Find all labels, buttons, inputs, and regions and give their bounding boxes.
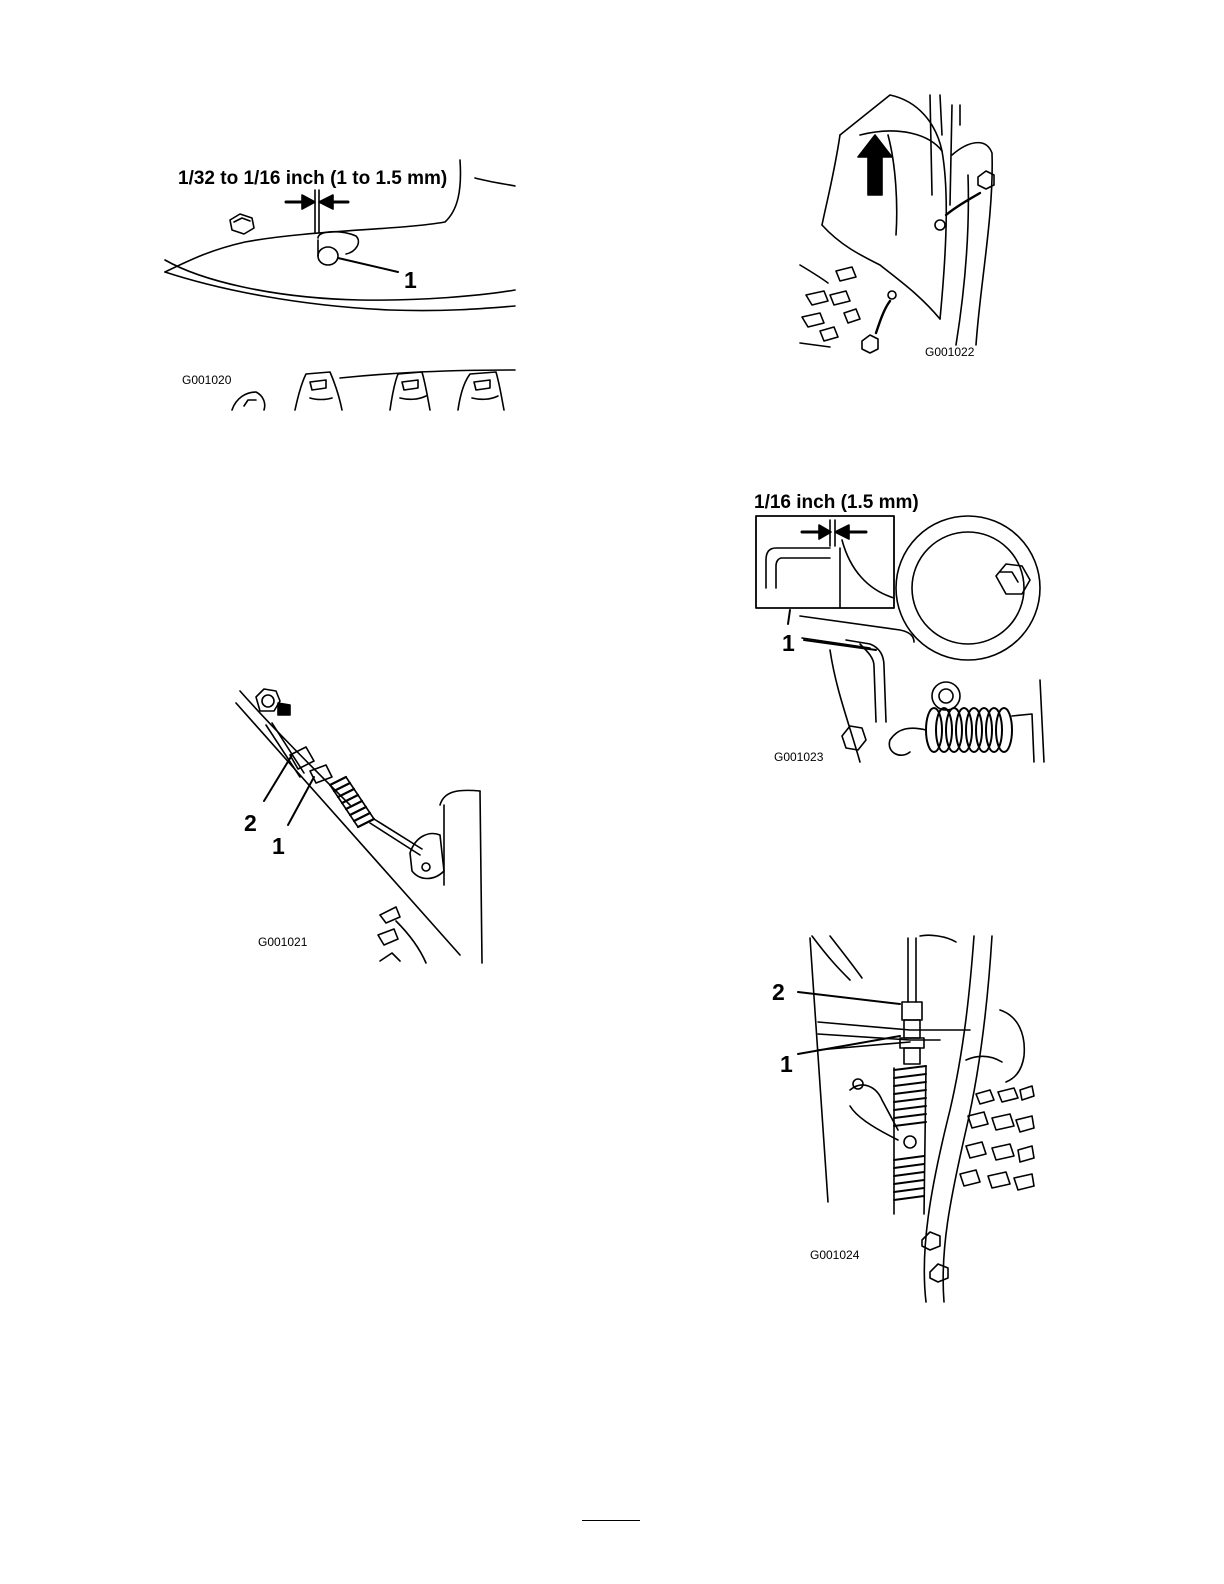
figure-g001022: G001022 <box>800 95 1025 360</box>
dimension-label: 1/32 to 1/16 inch (1 to 1.5 mm) <box>178 168 447 190</box>
figure-code: G001021 <box>258 935 307 949</box>
figure-g001020: 1/32 to 1/16 inch (1 to 1.5 mm) 1 G00102… <box>160 160 520 415</box>
figure-g001024: 2 1 G001024 <box>770 930 1040 1305</box>
figure-code: G001020 <box>182 373 231 387</box>
callout-2: 2 <box>772 979 785 1006</box>
figure-code: G001022 <box>925 345 974 359</box>
callout-1: 1 <box>780 1051 793 1078</box>
callout-1: 1 <box>404 267 417 294</box>
footer-rule <box>582 1520 640 1521</box>
figure-g001021-drawing <box>230 685 495 965</box>
callout-1: 1 <box>782 630 795 657</box>
figure-code: G001023 <box>774 750 823 764</box>
callout-1: 1 <box>272 833 285 860</box>
dimension-label: 1/16 inch (1.5 mm) <box>754 492 919 514</box>
callout-2: 2 <box>244 810 257 837</box>
figure-g001021: 2 1 G001021 <box>230 685 495 965</box>
figure-g001023-drawing <box>750 490 1050 770</box>
figure-g001023: 1/16 inch (1.5 mm) 1 G001023 <box>750 490 1050 770</box>
figure-code: G001024 <box>810 1248 859 1262</box>
figure-g001022-drawing <box>800 95 1025 360</box>
